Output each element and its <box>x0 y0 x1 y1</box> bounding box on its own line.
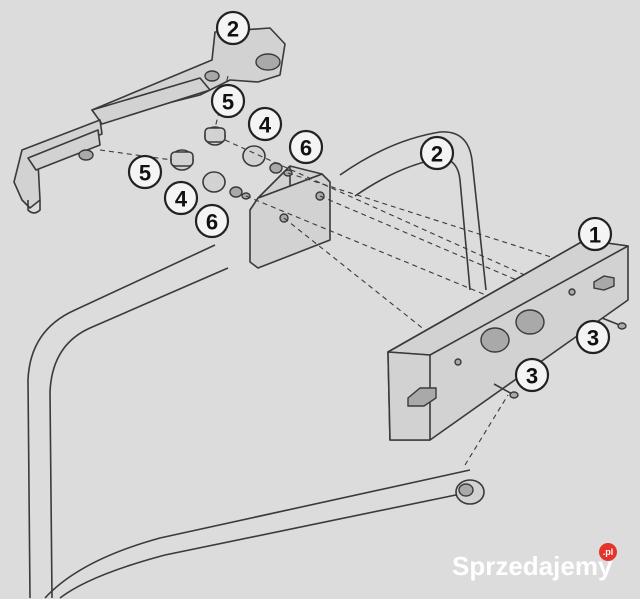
callout-circle <box>215 10 251 46</box>
callout-label: 3 <box>587 326 599 351</box>
callout-label: 4 <box>175 187 188 212</box>
callout-label: 5 <box>222 90 234 115</box>
upright-bracket <box>249 165 331 269</box>
callout-label: 2 <box>227 17 239 42</box>
callout-c3: 4 <box>247 106 283 142</box>
callout-c4: 6 <box>288 129 324 165</box>
callout-c5: 2 <box>419 135 455 171</box>
callout-circle <box>194 203 230 239</box>
watermark: Sprzedajemy .pl <box>452 543 617 581</box>
callout-circle <box>577 216 613 252</box>
callout-label: 2 <box>431 142 443 167</box>
upper-carrier-plate <box>13 27 286 214</box>
callout-label: 6 <box>206 210 218 235</box>
callout-circle <box>247 106 283 142</box>
mounting-plate <box>387 239 629 441</box>
callout-c1: 2 <box>215 10 251 46</box>
callout-c9: 1 <box>577 216 613 252</box>
callout-circle <box>575 319 611 355</box>
tube-spacer <box>455 479 485 505</box>
hardware-stack-lower <box>170 149 251 200</box>
hardware-stack-upper <box>204 126 293 177</box>
callout-circle <box>514 357 550 393</box>
callout-label: 5 <box>139 161 151 186</box>
callout-c10: 3 <box>575 319 611 355</box>
callout-c2: 5 <box>210 83 246 119</box>
callout-circle <box>288 129 324 165</box>
callout-label: 6 <box>300 136 312 161</box>
callout-circle <box>210 83 246 119</box>
callout-c6: 5 <box>127 154 163 190</box>
callout-circle <box>419 135 455 171</box>
callout-c8: 6 <box>194 203 230 239</box>
callout-c7: 4 <box>163 180 199 216</box>
callout-c11: 3 <box>514 357 550 393</box>
callout-label: 3 <box>526 364 538 389</box>
watermark-brand: Sprzedajemy <box>452 551 613 581</box>
callout-label: 1 <box>589 223 601 248</box>
watermark-dot-icon <box>599 543 617 561</box>
callout-circle <box>127 154 163 190</box>
assembly-guide-lines <box>99 75 599 466</box>
bolts <box>493 317 627 399</box>
callout-circle <box>163 180 199 216</box>
watermark-tld: .pl <box>603 547 614 557</box>
callout-label: 4 <box>259 113 272 138</box>
